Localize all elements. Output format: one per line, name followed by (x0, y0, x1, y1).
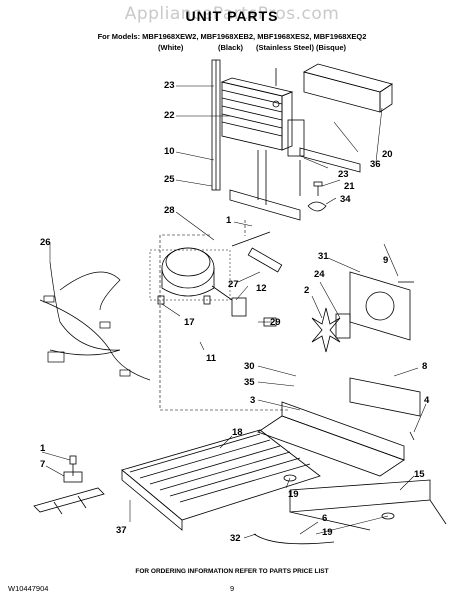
callout-2: 2 (304, 285, 310, 296)
fasteners-left (33, 455, 105, 515)
callout-32: 32 (230, 533, 241, 544)
callout-9: 9 (383, 255, 389, 266)
callout-27: 27 (228, 279, 239, 290)
callout-31: 31 (318, 251, 329, 262)
document-number: W10447904 (8, 584, 49, 593)
drain-hose (253, 474, 395, 545)
callout-12: 12 (256, 283, 267, 294)
condenser-fan-assembly (311, 271, 414, 353)
callout-25: 25 (164, 174, 175, 185)
variant-labels: (White) (Black) (Stainless Steel) (Bisqu… (0, 43, 464, 53)
variant-bisque: (Bisque) (316, 43, 346, 52)
page-number: 9 (230, 584, 235, 593)
variant-stainless: (Stainless Steel) (256, 43, 314, 52)
callout-29: 29 (270, 317, 281, 328)
callout-30: 30 (244, 361, 255, 372)
callout-28: 28 (164, 205, 175, 216)
variant-black: (Black) (218, 43, 244, 52)
screw-and-clip (307, 181, 327, 212)
callout-19: 19 (288, 489, 299, 500)
callout-37: 37 (116, 525, 127, 536)
callout-23: 23 (164, 80, 175, 91)
watermark: AppliancePartsPros.com (124, 4, 340, 24)
callout-3: 3 (250, 395, 256, 406)
callout-22: 22 (164, 110, 175, 121)
callout-6: 6 (322, 513, 328, 524)
callout-24: 24 (314, 269, 325, 280)
callout-10: 10 (164, 146, 175, 157)
page-title: UNIT PARTS (185, 8, 279, 24)
callout-4: 4 (424, 395, 430, 406)
assembly-outline (159, 220, 290, 411)
variant-white: (White) (158, 43, 184, 52)
wiring-harness (39, 261, 151, 381)
callout-7: 7 (40, 459, 46, 470)
machine-compartment-base (257, 377, 421, 477)
callout-15: 15 (414, 469, 425, 480)
callout-21: 21 (344, 181, 355, 192)
callout-20: 20 (382, 149, 393, 160)
callout-1b: 1 (40, 443, 46, 454)
callout-17: 17 (184, 317, 195, 328)
callout-23b: 23 (338, 169, 349, 180)
ordering-note: FOR ORDERING INFORMATION REFER TO PARTS … (135, 568, 329, 575)
callout-26: 26 (40, 237, 51, 248)
callout-19b: 19 (322, 527, 333, 538)
callout-35: 35 (244, 377, 255, 388)
callout-34: 34 (340, 194, 351, 205)
compressor-assembly (149, 231, 283, 327)
evaporator-assembly (211, 59, 305, 221)
callout-18: 18 (232, 427, 243, 438)
evaporator-cover (299, 63, 393, 196)
leader-lines (41, 85, 427, 539)
condenser-coil (121, 429, 321, 531)
callout-36: 36 (370, 159, 381, 170)
callout-8: 8 (422, 361, 428, 372)
models-line: For Models: MBF1968XEW2, MBF1968XEB2, MB… (97, 32, 367, 41)
callout-11: 11 (206, 353, 217, 364)
callout-1: 1 (226, 215, 232, 226)
front-cover-panel (289, 479, 447, 531)
